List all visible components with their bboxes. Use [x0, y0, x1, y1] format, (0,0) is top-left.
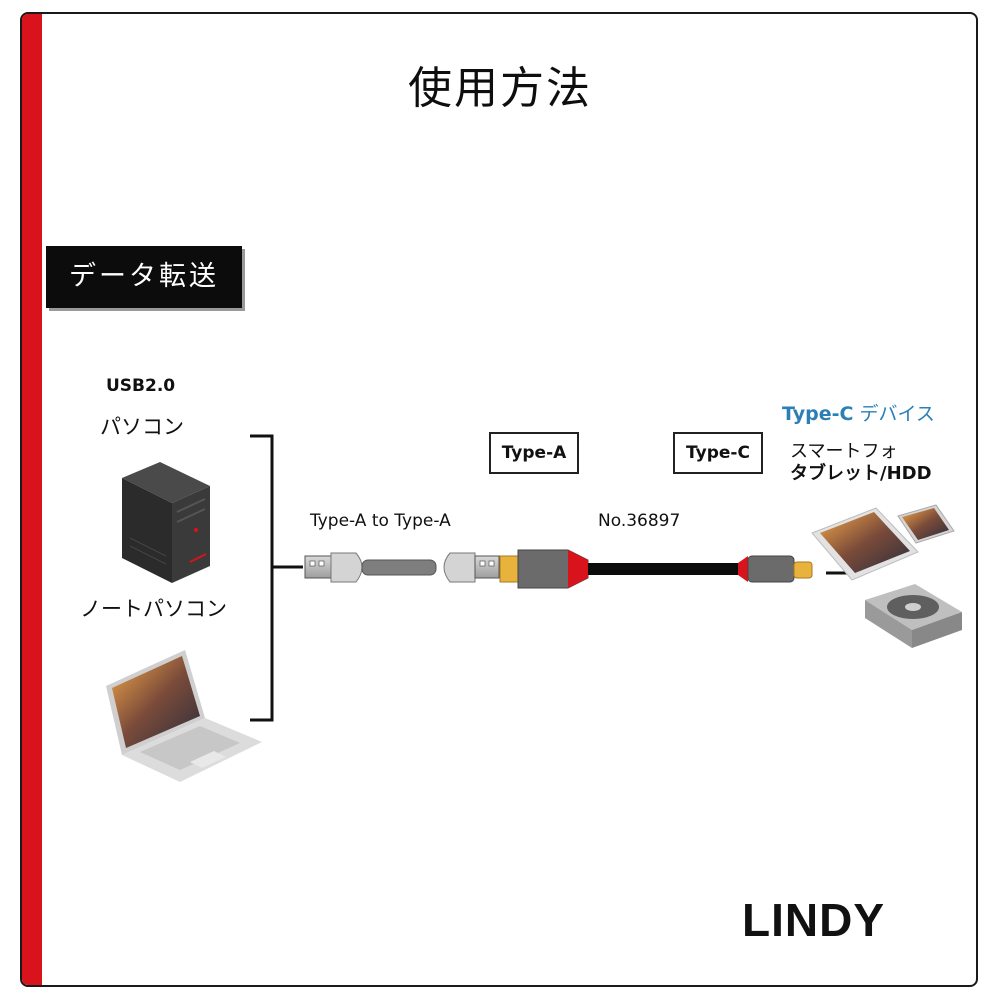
hdd-icon [865, 584, 962, 648]
model-label: No.36897 [598, 511, 681, 531]
adapter-label: Type-A to Type-A [310, 511, 451, 531]
smartphone-icon [897, 504, 955, 544]
usb-a-to-c-cable [499, 549, 851, 589]
lindy-logo: LINDY [742, 894, 885, 946]
type-c-label-box: Type-C [673, 432, 763, 474]
type-a-to-type-a-adapter [304, 552, 500, 583]
target-device-title: Type-C デバイス [782, 399, 935, 426]
laptop-label: ノートパソコン [80, 597, 227, 621]
target-title-rest: デバイス [853, 403, 935, 425]
section-label: データ転送 [46, 246, 242, 308]
page-title: 使用方法 [408, 63, 592, 114]
target-device-line2: タブレット/HDD [790, 463, 932, 484]
target-device-line1: スマートフォ [790, 441, 898, 462]
accent-bar [22, 14, 42, 985]
source-bracket [250, 434, 303, 722]
target-title-bold: Type-C [782, 403, 854, 425]
laptop-icon [106, 650, 262, 782]
usb-spec-label: USB2.0 [106, 376, 176, 396]
desktop-label: パソコン [100, 415, 184, 439]
type-a-label-box: Type-A [489, 432, 579, 474]
desktop-tower-icon [122, 462, 210, 583]
tablet-icon [811, 507, 919, 581]
